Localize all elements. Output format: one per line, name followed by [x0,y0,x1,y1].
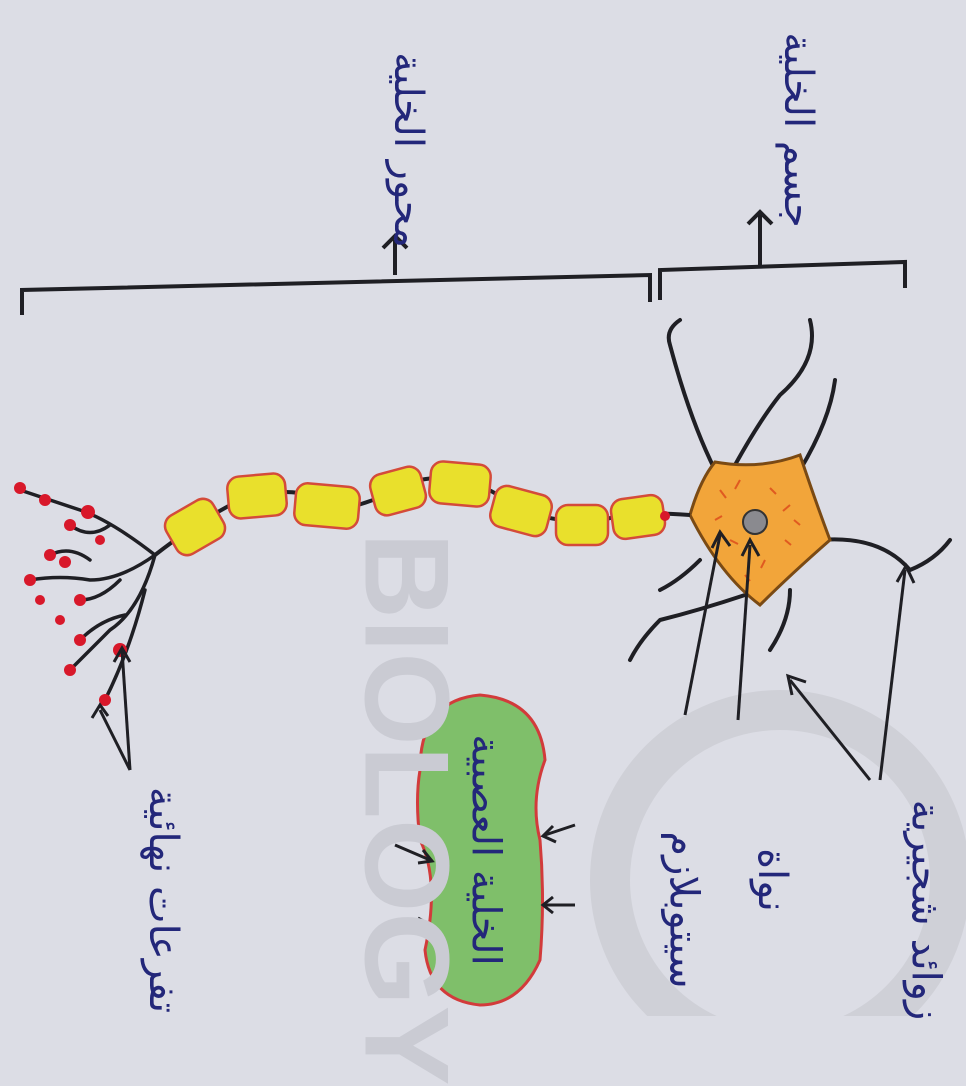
terminal-branches [20,490,155,700]
cell-body-label: جسم الخلية [778,32,818,228]
glial-cell-label: الخلية العصبية [466,734,506,965]
axon-bracket [22,236,650,315]
watermark-text: BIOLOGY [338,532,476,1085]
terminal-arrows [92,648,130,770]
terminal-branches-label: تفرعات نهائية [143,787,183,1013]
terminal-knobs [14,482,127,706]
axon-label: محور الخلية [388,52,428,248]
dendrites-label: زوائد شجيرية [905,800,945,1021]
nucleus-label: نواة [752,848,792,912]
cytoplasm-label: سيتوبلازم [664,831,704,988]
nucleus [743,510,767,534]
